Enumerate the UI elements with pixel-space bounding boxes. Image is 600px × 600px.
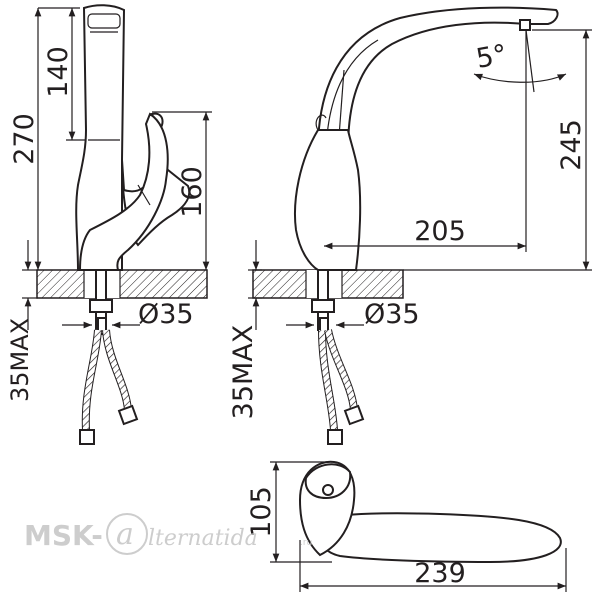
top-lever-button [322,484,334,496]
dim-top-length: 239 [414,558,466,589]
top-spout [317,512,562,564]
watermark-brand-left: MSK- [24,519,103,552]
dim-side-spout-height: 245 [556,119,587,171]
front-view: 270 140 160 Ø35 35MAX [6,4,212,445]
side-hose-fitting-left [327,429,343,445]
side-view: 5° 245 205 Ø35 35MAX [228,6,592,445]
watermark-brand-suffix: .ru [300,538,312,548]
dim-front-total-height: 270 [9,113,40,165]
front-body-top-cap [87,13,121,29]
dim-top-width: 105 [246,486,277,538]
front-countertop [36,269,208,299]
dim-front-hole-diameter: Ø35 [138,299,194,330]
side-spout-aerator [519,19,531,31]
top-view: 105 239 [246,460,567,592]
dim-front-body-height: 140 [43,46,74,98]
front-lever [78,112,169,271]
top-lever [304,463,352,500]
watermark: MSK- a lternatida .ru [24,513,312,555]
watermark-brand-script: lternatida [148,526,258,551]
side-mounting-nut [311,299,335,313]
dim-front-lever-height: 160 [177,166,208,218]
front-hose-fitting-right [117,404,139,426]
dim-side-spout-angle: 5° [474,39,510,75]
watermark-at-glyph: a [116,517,134,552]
watermark-at-circle [106,513,148,555]
front-hose-fitting-left [79,429,95,445]
side-hose-fitting-right [343,404,365,426]
side-faucet-body [293,129,362,271]
front-mounting-nut [89,299,113,313]
dim-side-max-thickness: 35MAX [228,325,259,420]
dim-side-spout-reach: 205 [414,216,466,247]
dim-front-max-thickness: 35MAX [6,318,34,402]
side-spout [316,6,559,151]
dim-side-hole-diameter: Ø35 [364,299,420,330]
